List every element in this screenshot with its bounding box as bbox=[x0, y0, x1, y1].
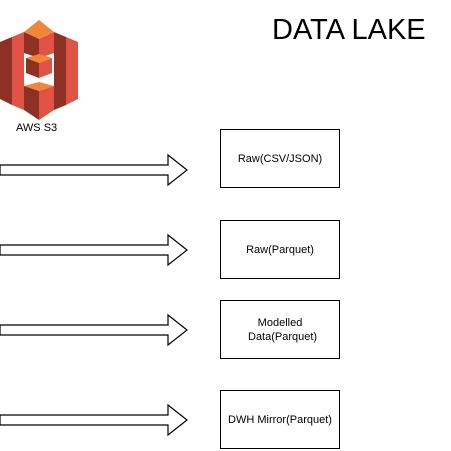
aws-s3-label: AWS S3 bbox=[16, 122, 58, 134]
right-arrow-icon bbox=[0, 233, 188, 267]
layer-modelled-data-box: Modelled Data(Parquet) bbox=[220, 300, 340, 359]
layer-label: DWH Mirror(Parquet) bbox=[228, 413, 332, 426]
layer-raw-parquet-box: Raw(Parquet) bbox=[220, 220, 340, 279]
right-arrow-icon bbox=[0, 153, 188, 187]
right-arrow-icon bbox=[0, 403, 188, 437]
layer-raw-csv-json-box: Raw(CSV/JSON) bbox=[220, 129, 340, 188]
layer-dwh-mirror-box: DWH Mirror(Parquet) bbox=[220, 390, 340, 449]
layer-label: Raw(Parquet) bbox=[246, 243, 314, 256]
aws-s3-bucket-icon bbox=[0, 20, 78, 120]
page-title: DATA LAKE bbox=[272, 14, 426, 46]
layer-label: Raw(CSV/JSON) bbox=[237, 152, 323, 165]
layer-label: Modelled Data(Parquet) bbox=[248, 316, 318, 343]
right-arrow-icon bbox=[0, 313, 188, 347]
